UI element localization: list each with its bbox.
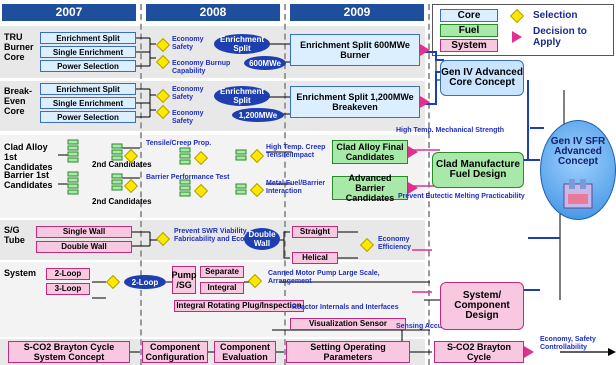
reactor-graphic-icon [560,176,596,212]
barrier-2nd-candidates: 2nd Candidates [92,197,172,207]
barrier-note: Prevent Eutectic Melting Practicability [398,193,538,201]
tru-decision-triangle-icon [420,44,430,56]
system-note: Canned Motor Pump Large Scale, Arrangeme… [268,270,388,286]
outcome-sfr-concept: Gen IV SFR Advanced Concept [546,130,610,174]
clad-test: Tensile/Creep Prop. [146,140,236,148]
sg-single-wall: Single Wall [36,226,132,238]
brayton-component-configuration: Component Configuration [142,341,208,363]
outcome-advanced-core-concept: Gen IV Advanced Core Concept [440,60,524,96]
brayton-component-evaluation: Component Evaluation [214,341,276,363]
tru-result: Enrichment Split 600MWe Burner [290,34,420,66]
system-visualization-sensor: Visualization Sensor [290,318,406,330]
system-integral: Integral [200,282,244,294]
row-label-sg: S/G Tube [4,225,34,245]
sg-oval-double-wall: Double Wall [244,228,280,250]
sg-econ: Economy Efficiency [378,236,428,252]
brayton-setting-parameters: Setting Operating Parameters [286,341,410,363]
system-separate: Separate [200,266,244,278]
be-decision-triangle-icon [420,96,430,108]
outcome-clad-fuel-design: Clad Manufacture Fuel Design [432,152,524,188]
clad-test-2: High Temp. Creep Tensile/Impact [266,144,336,160]
clad-note: High Temp. Mechanical Strength [396,127,536,135]
be-result: Enrichment Split 1,200MWe Breakeven [290,86,420,118]
system-reactor-note: Reactor Internals and Interfaces [292,304,432,312]
system-2-loop: 2-Loop [46,268,90,280]
clad-result: Clad Alloy Final Candidates [332,140,408,164]
sg-helical: Helical [292,252,338,264]
outcome-system-component-design: System/ Component Design [440,282,524,330]
barrier-test: Barrier Performance Test [146,174,246,182]
barrier-test-2: Metal Fuel/Barrier Interaction [266,180,336,196]
clad-decision-triangle-icon [408,146,418,158]
brayton-decision-triangle-icon [524,346,534,358]
system-pump-sg: Pump /SG [172,266,196,294]
brayton-system-concept: S-CO2 Brayton Cycle System Concept [8,341,130,363]
system-oval-2-loop: 2-Loop [124,275,166,289]
barrier-result: Advanced Barrier Candidates [332,176,408,200]
sg-double-wall: Double Wall [36,241,132,253]
brayton-econ: Economy, Safety Controllability [540,336,616,352]
system-3-loop: 3-Loop [46,283,90,295]
brayton-cycle: S-CO2 Brayton Cycle [434,341,524,363]
system-plug-inspection: Integral Rotating Plug/Inspection [174,300,304,312]
row-label-system: System [4,268,44,278]
sg-straight: Straight [292,226,338,238]
